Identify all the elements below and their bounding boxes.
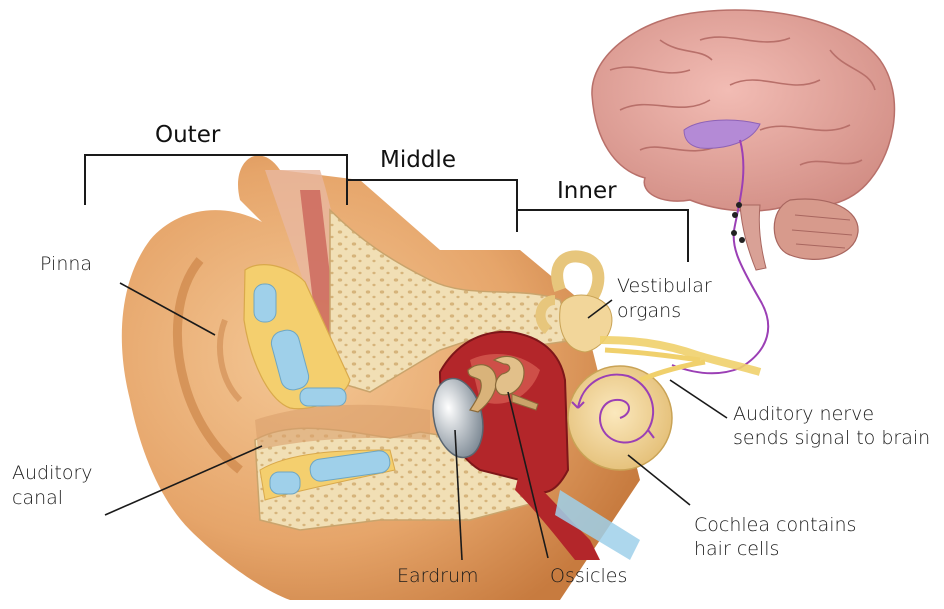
synapse-dot — [731, 230, 737, 236]
section-label-inner: Inner — [557, 178, 617, 204]
label-auditory-nerve-1: Auditory nerve — [733, 403, 874, 426]
label-pinna: Pinna — [40, 253, 92, 276]
section-label-middle: Middle — [380, 147, 456, 173]
cartilage — [270, 472, 300, 494]
synapse-dot — [736, 202, 742, 208]
cochlea — [568, 366, 672, 470]
cartilage — [300, 388, 346, 406]
label-auditory-canal-1: Auditory — [12, 462, 93, 485]
label-eardrum: Eardrum — [397, 565, 479, 588]
synapse-dot — [732, 212, 738, 218]
leader-nerve — [670, 380, 727, 418]
section-label-outer: Outer — [155, 122, 220, 148]
label-auditory-canal-2: canal — [12, 487, 63, 510]
label-vestibular-2: organs — [617, 300, 681, 323]
label-ossicles: Ossicles — [550, 565, 627, 588]
label-cochlea-1: Cochlea contains — [694, 514, 856, 537]
label-vestibular-1: Vestibular — [617, 275, 712, 298]
label-auditory-nerve-2: sends signal to brain — [733, 427, 930, 450]
synapse-dot — [739, 237, 745, 243]
label-cochlea-2: hair cells — [694, 538, 779, 561]
cartilage — [254, 284, 276, 322]
